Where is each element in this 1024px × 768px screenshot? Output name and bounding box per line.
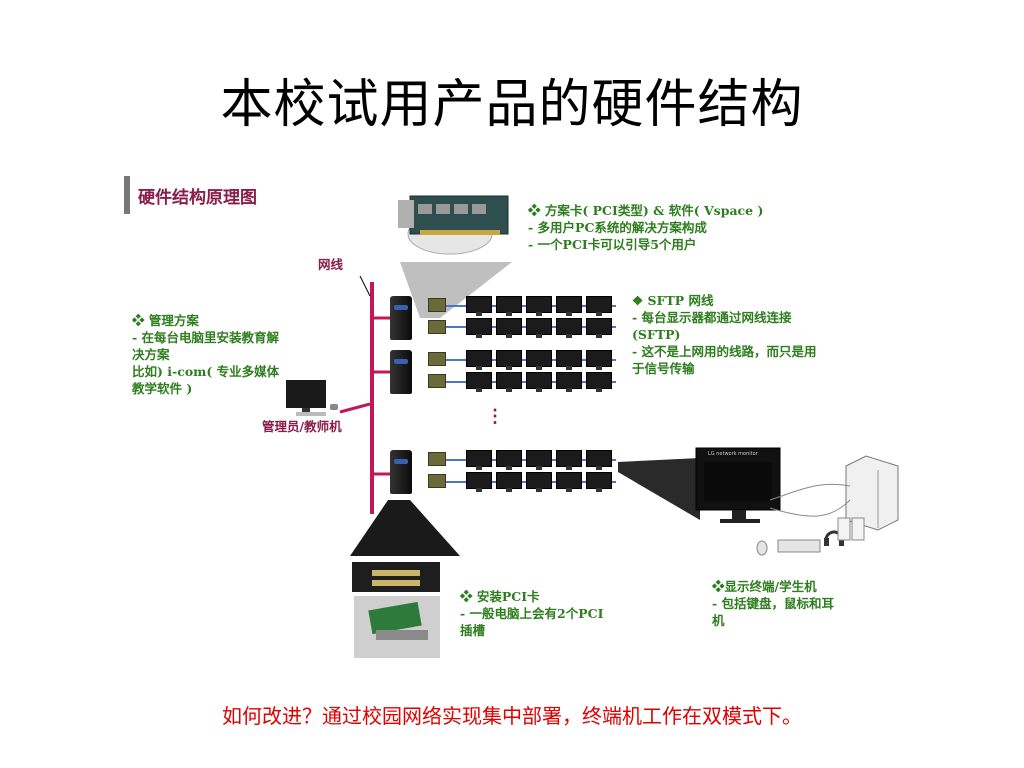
note-title: ❖ 方案卡( PCI类型) & 软件( Vspace ) [528,203,764,218]
note-pci-install: ❖ 安装PCI卡 - 一般电脑上会有2个PCI 插槽 [460,588,660,639]
speaker-right-image [851,517,865,541]
student-monitor [526,372,552,392]
student-monitor [526,450,552,470]
student-monitor [496,296,522,316]
student-monitor [526,472,552,492]
student-monitor [556,450,582,470]
network-cable [370,282,374,514]
note-line: - 每台显示器都通过网线连接 [632,310,792,325]
student-monitor [496,472,522,492]
keyboard-image [777,539,821,553]
student-monitor [556,296,582,316]
note-line: - 这不是上网用的线路，而只是用 [632,344,817,359]
student-monitor [586,350,612,370]
student-monitor [556,318,582,338]
note-title: ❖ SFTP 网线 [632,293,714,308]
note-terminal: ❖显示终端/学生机 - 包括键盘，鼠标和耳 机 [712,578,902,629]
zoom-funnel-right [618,458,700,520]
student-monitor [526,350,552,370]
student-monitor [466,296,492,316]
note-title: ❖ 管理方案 [132,313,199,328]
student-monitor [556,372,582,392]
note-line: - 多用户PC系统的解决方案构成 [528,220,707,235]
ellipsis-indicator: ⋮ [486,406,504,427]
pci-install-image [352,562,440,658]
note-line: - 在每台电脑里安装教育解 [132,330,280,345]
pci-adapter [428,452,446,466]
speaker-left-image [837,517,851,541]
student-monitor [496,350,522,370]
bottom-note: 如何改进？通过校园网络实现集中部署，终端机工作在双模式下。 [222,704,802,728]
monitor-brand-label: LG network monitor [708,451,758,457]
note-line: - 一个PCI卡可以引导5个用户 [528,237,697,252]
student-monitor [586,372,612,392]
note-line: 比如) i-com( 专业多媒体 [132,364,280,379]
student-monitor [586,318,612,338]
pci-card-image [398,195,509,255]
student-monitor [466,318,492,338]
note-line: 教学软件 ) [132,381,193,396]
note-management: ❖ 管理方案 - 在每台电脑里安装教育解 决方案 比如) i-com( 专业多媒… [132,312,347,397]
student-monitor [586,450,612,470]
pci-adapter [428,320,446,334]
student-monitor [586,472,612,492]
server-tower-3 [390,450,412,494]
admin-pc-label: 管理员/教师机 [262,419,342,434]
student-monitor [556,350,582,370]
note-line: 决方案 [132,347,170,362]
zoom-funnel-bottom [350,500,460,556]
student-monitor [466,372,492,392]
admin-pc-image [286,380,338,416]
student-monitor [526,318,552,338]
cable-pointer [359,275,371,297]
student-monitor [496,450,522,470]
student-monitor [586,296,612,316]
note-line: 插槽 [460,623,486,638]
header-bar [124,176,130,214]
note-solution-card: ❖ 方案卡( PCI类型) & 软件( Vspace ) - 多用户PC系统的解… [528,202,763,253]
student-monitor [466,472,492,492]
note-sftp: ❖ SFTP 网线 - 每台显示器都通过网线连接 (SFTP) - 这不是上网用… [632,292,902,377]
server-tower-2 [390,350,412,394]
pci-adapter [428,474,446,488]
student-monitor [466,350,492,370]
student-monitor [496,372,522,392]
note-line: - 一般电脑上会有2个PCI [460,606,604,621]
server-tower-1 [390,296,412,340]
student-monitor [496,318,522,338]
mouse-image [756,540,768,556]
pci-adapter [428,374,446,388]
note-line: 于信号传输 [632,361,695,376]
slide-title: 本校试用产品的硬件结构 [220,75,804,135]
note-title: ❖ 安装PCI卡 [460,589,540,604]
note-line: (SFTP) [632,327,681,342]
student-monitor [466,450,492,470]
student-monitor [556,472,582,492]
diagram-header: 硬件结构原理图 [124,176,257,214]
note-title: ❖显示终端/学生机 [712,579,817,594]
note-line: - 包括键盘，鼠标和耳 [712,596,835,611]
student-monitor [526,296,552,316]
pci-adapter [428,298,446,312]
pci-adapter [428,352,446,366]
note-line: 机 [712,613,725,628]
network-cable-label: 网线 [318,257,344,272]
terminal-monitor-image [695,447,781,523]
diagram-title: 硬件结构原理图 [138,187,257,208]
